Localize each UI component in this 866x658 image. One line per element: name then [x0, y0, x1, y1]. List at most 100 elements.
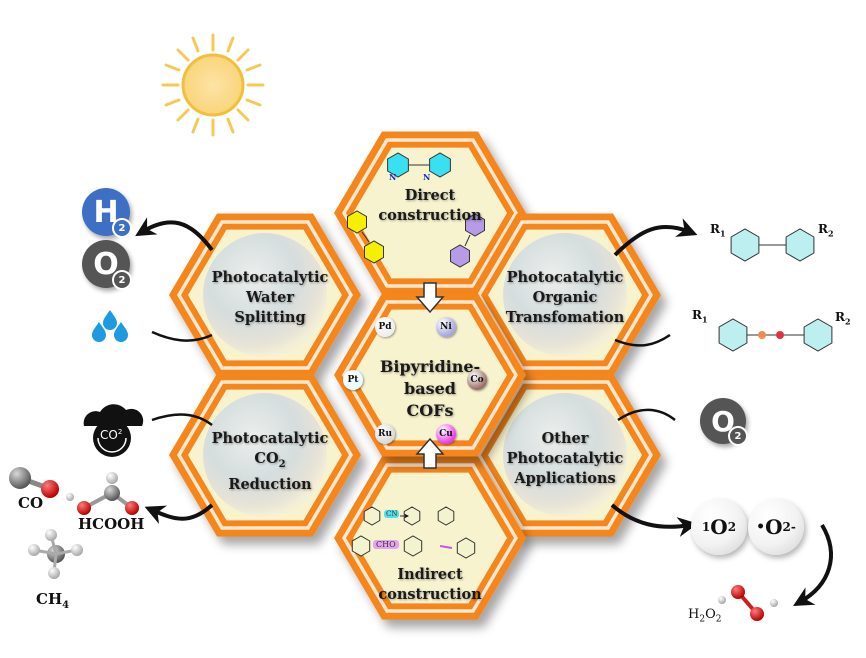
- other-line-3: Applications: [514, 470, 616, 487]
- pyridine-ring-yellow: [364, 240, 384, 264]
- hex-indirect-construction: [334, 456, 526, 620]
- ring-hexagon: [785, 228, 815, 262]
- water-to-h2-arrow: [135, 217, 214, 252]
- oxygen-atom: [41, 480, 59, 498]
- co2r-line-3: Reduction: [228, 475, 312, 493]
- r2-sub: 2: [827, 228, 834, 239]
- phenyl-ring: [456, 537, 476, 559]
- water-splitting-title: Photocatalytic Water Splitting: [205, 268, 335, 328]
- benzene-ring: [803, 318, 833, 352]
- other-line-1: Other: [541, 430, 589, 447]
- ch4-main: CH: [36, 590, 63, 608]
- water-from-drop-curve: [151, 330, 213, 342]
- oxygen-atom: [750, 607, 764, 621]
- r2-text: R: [835, 310, 845, 324]
- h2o2-label: H2O2: [688, 607, 721, 625]
- co2r-sub: 2: [278, 458, 286, 470]
- ring-hexagon: [465, 213, 485, 237]
- h2o2-o: O: [705, 607, 716, 622]
- radical-dot-orange: [758, 331, 766, 339]
- ch4-label: CH4: [36, 590, 69, 611]
- ring-hexagon: [456, 537, 476, 559]
- o2r-sub: 2: [728, 426, 748, 446]
- bond-line: [361, 231, 370, 243]
- r2-label-top: R2: [818, 222, 834, 238]
- pyridine-ring: [363, 506, 381, 526]
- r2-text: R: [818, 222, 828, 236]
- pyridine-ring-cyan: [429, 152, 451, 178]
- r1-label-top: R1: [710, 222, 726, 238]
- r1-sub: 1: [701, 314, 708, 325]
- hex-fill: [353, 472, 507, 604]
- ring-hexagon: [387, 152, 409, 178]
- center-title-line-3: COFs: [406, 401, 454, 420]
- metal-pt: Pt: [343, 370, 363, 390]
- org-line-3: Transfomation: [505, 309, 625, 326]
- bubble-sphere: [203, 233, 327, 357]
- center-title-line-2: based: [404, 379, 456, 398]
- benzene-ring: [785, 228, 815, 262]
- metal-ru: Ru: [375, 424, 395, 444]
- bipyridine-cofs-title: Bipyridine- based COFs: [370, 356, 490, 422]
- hex-fill: [353, 309, 507, 441]
- ring-hexagon: [429, 152, 451, 178]
- bubble-sphere: [203, 393, 327, 517]
- ring-hexagon: [363, 506, 381, 526]
- singlet-sub: 2: [727, 520, 737, 534]
- hydrogen-atom: [48, 567, 60, 579]
- pyridine-ring-cyan: [387, 152, 409, 178]
- r1-text: R: [692, 308, 702, 322]
- ws-line-1: Photocatalytic: [211, 269, 329, 286]
- oxygen-atom: [125, 501, 139, 515]
- direct-title-line-2: construction: [378, 207, 482, 224]
- oxygen-atom: [731, 585, 745, 599]
- ring-hexagon: [403, 535, 423, 557]
- indirect-title-line-1: Indirect: [397, 566, 463, 583]
- benzene-ring: [718, 318, 748, 352]
- co2-cloud-label: CO2: [100, 428, 122, 442]
- sun-icon: [161, 33, 265, 137]
- hydrogen-atom: [106, 472, 118, 484]
- radical-dot-red: [776, 331, 784, 339]
- pyridine-ring-purple: [450, 244, 470, 268]
- organic-to-biaryl-arrow: [613, 218, 698, 257]
- ring-hexagon: [730, 228, 760, 262]
- r2-sub: 2: [844, 316, 851, 327]
- metal-ni: Ni: [436, 317, 456, 337]
- other-line-2: Photocatalytic: [506, 450, 624, 467]
- hex-water-splitting: [169, 213, 361, 377]
- superoxide-sup: -: [790, 520, 796, 534]
- co2-reduction-title: Photocatalytic CO2 Reduction: [205, 429, 335, 495]
- ring-hexagon: [403, 506, 421, 526]
- bond-line: [464, 234, 471, 247]
- pyridine-n-label: N: [423, 172, 431, 182]
- co2r-co: CO: [254, 450, 279, 467]
- other-from-o2-curve: [617, 408, 676, 422]
- co2-cloud-sup: 2: [117, 428, 123, 436]
- hydrogen-atom: [28, 544, 40, 556]
- direct-construction-title: Direct construction: [370, 186, 490, 226]
- co2r-line-2: CO2: [205, 449, 335, 475]
- co2r-line-1: Photocatalytic: [211, 430, 329, 447]
- ring-hexagon: [450, 244, 470, 268]
- r2-label-bottom: R2: [835, 310, 851, 326]
- hex-organic-transformation: [469, 213, 661, 377]
- carbon-atom: [9, 467, 31, 489]
- superoxide-dot: •: [756, 519, 766, 535]
- organic-from-reactants-curve: [614, 333, 671, 347]
- hex-other-applications: [469, 373, 661, 537]
- hydrogen-atom: [66, 493, 74, 501]
- indirect-construction-title: Indirect construction: [370, 565, 490, 605]
- bubble-sphere: [503, 393, 627, 517]
- singlet-main: O: [710, 515, 728, 539]
- cho-group: CHO: [373, 540, 399, 549]
- water-drops-icon: [92, 310, 128, 342]
- r1-text: R: [710, 222, 720, 236]
- superoxide-sub: 2: [782, 520, 791, 534]
- benzene-ring: [730, 228, 760, 262]
- r1-sub: 1: [719, 228, 726, 239]
- cn-group: CN: [384, 510, 400, 518]
